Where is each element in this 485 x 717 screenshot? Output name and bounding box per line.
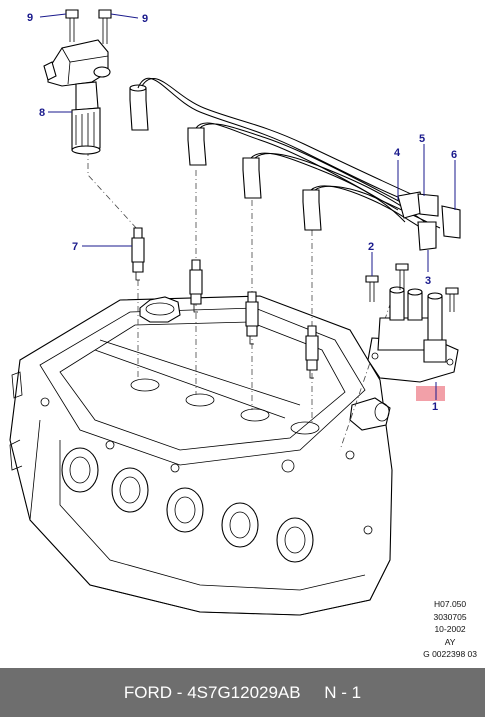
callout-5: 5 (419, 133, 425, 145)
part-number-text: FORD - 4S7G12029AB N - 1 (123, 682, 362, 702)
diagram-reference-block: H07.050 3030705 10-2002 AY G 0022398 03 (423, 598, 477, 661)
ignition-coil-on-plug (43, 39, 111, 155)
spark-plugs (131, 227, 319, 379)
spark-plug-3 (245, 291, 259, 345)
coolant-outlet (349, 397, 391, 431)
reference-code: H07.050 (433, 599, 467, 609)
callout-8: 8 (39, 107, 45, 119)
reference-number: 3030705 (433, 611, 467, 622)
callout-4: 4 (394, 147, 401, 159)
spark-plug-1 (131, 227, 145, 281)
callout-9-right: 9 (142, 13, 148, 25)
coil-pack-bolts (365, 263, 459, 312)
reference-drawing-id: G 0022398 03 (423, 649, 477, 660)
coil-bolts (65, 9, 112, 44)
callout-6: 6 (451, 149, 457, 161)
cylinder-head (9, 295, 393, 616)
callout-leaders (39, 13, 456, 400)
oil-filler-cap (139, 296, 181, 323)
spark-plug-4 (305, 325, 319, 379)
ignition-system-diagram: 9 9 8 7 5 4 6 2 3 1 (9, 9, 461, 616)
part-number-footer: FORD - 4S7G12029AB N - 1 (0, 668, 485, 717)
callout-labels: 9 9 8 7 5 4 6 2 3 1 (27, 12, 457, 413)
coil-pack (367, 286, 459, 383)
reference-date: 10-2002 (434, 624, 466, 635)
reference-initials: AY (444, 636, 456, 647)
callout-1: 1 (432, 401, 438, 413)
callout-9-left: 9 (27, 12, 33, 24)
callout-3: 3 (425, 275, 431, 287)
callout-7: 7 (72, 241, 78, 253)
spark-plug-2 (189, 259, 203, 313)
part-highlight (416, 386, 445, 401)
callout-2: 2 (368, 241, 374, 253)
ht-leads (129, 77, 461, 251)
